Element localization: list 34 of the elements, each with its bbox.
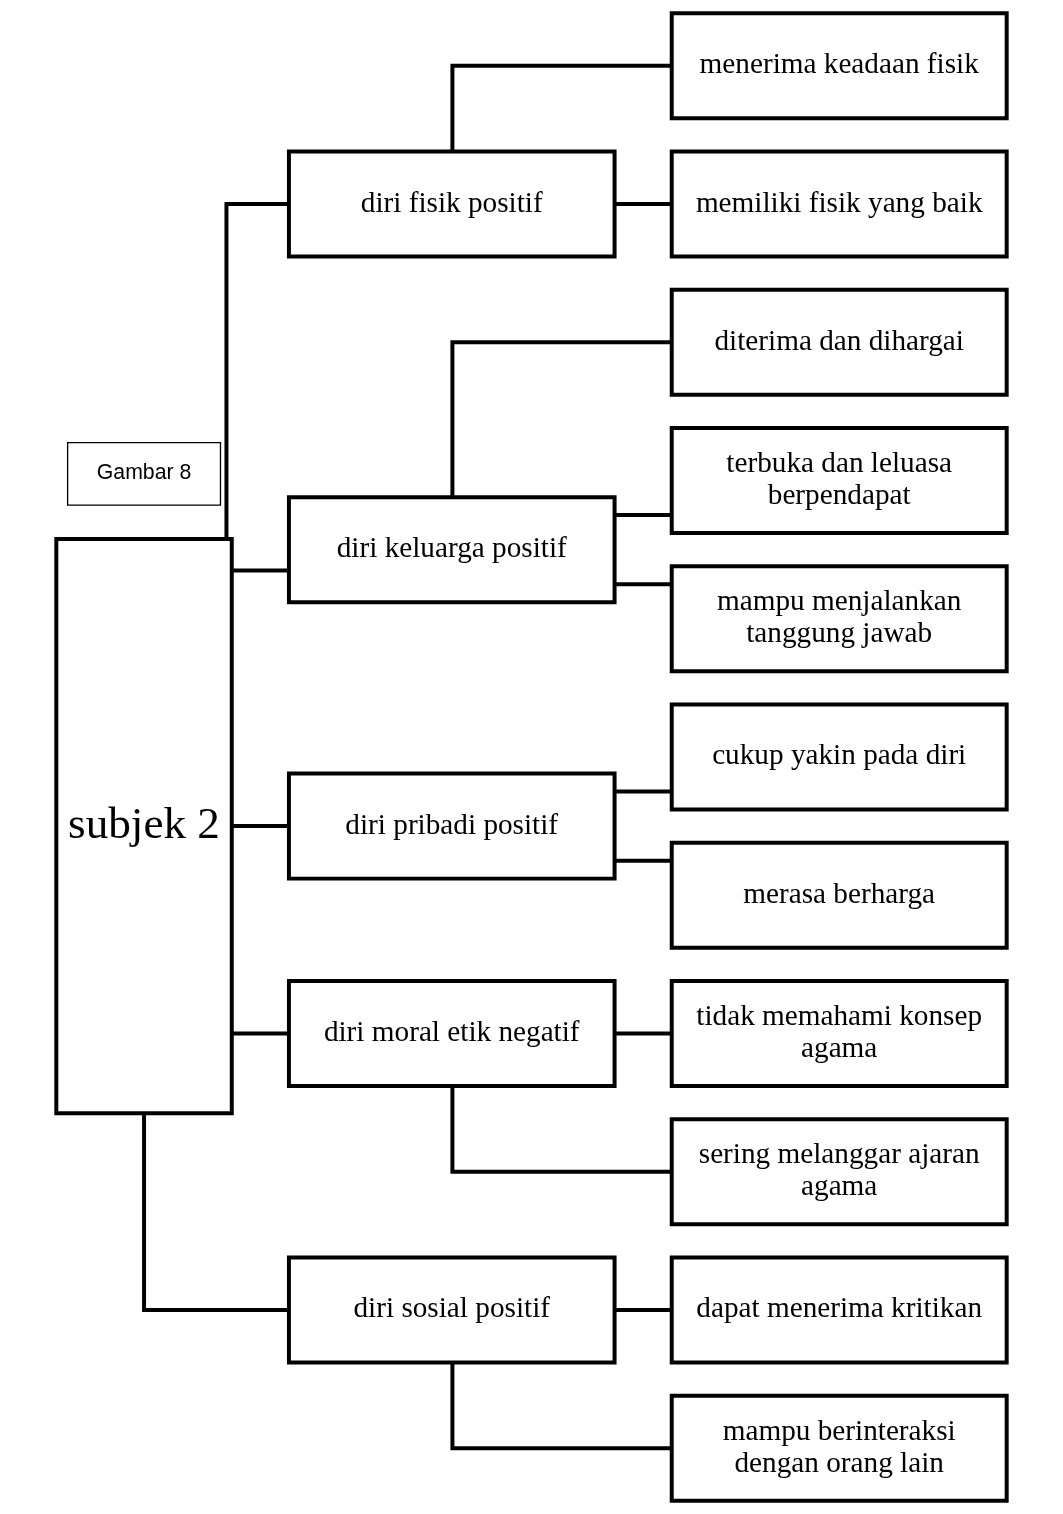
node-box: diterima dan dihargai: [669, 287, 1009, 397]
node-box: diri pribadi positif: [286, 771, 617, 881]
node-box: diri sosial positif: [286, 1255, 617, 1365]
connector: [231, 824, 289, 829]
node-box: cukup yakin pada diri: [669, 702, 1009, 812]
node-box: dapat menerima kritikan: [669, 1255, 1009, 1365]
node-box: mampu berinteraksi dengan orang lain: [669, 1393, 1009, 1503]
connector: [614, 202, 672, 207]
node-box: merasa berharga: [669, 840, 1009, 950]
connector: [450, 1362, 672, 1451]
connector: [450, 340, 672, 497]
connector: [142, 1113, 289, 1312]
connector: [450, 63, 672, 152]
node-box: sering melanggar ajaran agama: [669, 1117, 1009, 1227]
node-box: diri moral etik negatif: [286, 978, 617, 1088]
node-box: menerima keadaan fisik: [669, 11, 1009, 121]
connector: [224, 202, 289, 539]
connector: [614, 858, 672, 863]
connector: [614, 1307, 672, 1312]
node-box: mampu menjalankan tanggung jawab: [669, 564, 1009, 674]
node-box: diri fisik positif: [286, 149, 617, 259]
connector: [614, 1031, 672, 1036]
connector: [614, 582, 672, 587]
node-box: Gambar 8: [66, 442, 222, 506]
connector: [450, 1086, 672, 1174]
connector: [614, 789, 672, 794]
connector: [614, 513, 672, 518]
node-box: tidak memahami konsep agama: [669, 978, 1009, 1088]
node-box: memiliki fisik yang baik: [669, 149, 1009, 259]
node-box: terbuka dan leluasa berpendapat: [669, 426, 1009, 536]
connector: [231, 1031, 289, 1036]
node-box: diri keluarga positif: [286, 495, 617, 605]
connector: [231, 568, 289, 573]
node-box: subjek 2: [54, 537, 234, 1116]
